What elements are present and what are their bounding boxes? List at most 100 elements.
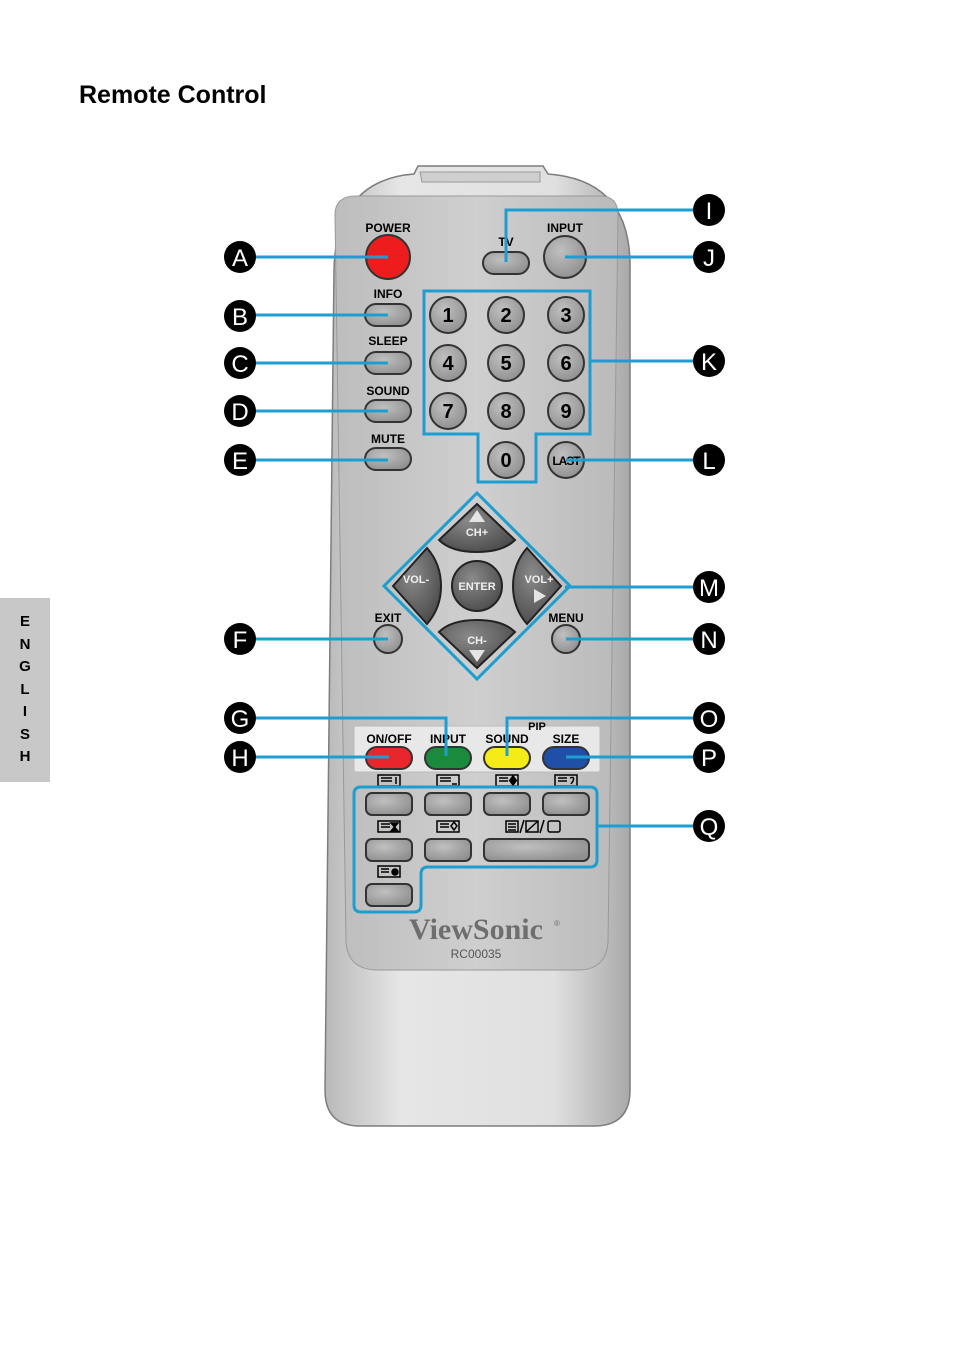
teletext-mix-icon [505, 819, 561, 834]
teletext-button-3[interactable] [483, 792, 531, 816]
callout-e [224, 444, 256, 476]
digit-7-button[interactable] [429, 392, 467, 430]
vol-down-label: VOL- [403, 574, 430, 586]
remote-top-ridge [419, 171, 541, 183]
callout-o-label: O [700, 706, 719, 733]
digit-4-label: 4 [442, 353, 454, 375]
teletext-button-2[interactable] [424, 792, 472, 816]
model-number: RC00035 [451, 947, 502, 961]
pip-size-label: SIZE [553, 732, 580, 746]
ch-up-button[interactable] [437, 502, 517, 554]
digit-1-button[interactable] [429, 296, 467, 334]
callout-o [693, 702, 725, 734]
callout-l-label: L [702, 448, 715, 475]
language-tab-letter: S [19, 725, 30, 743]
callout-j-label: J [703, 245, 715, 272]
callout-a-label: A [232, 245, 248, 272]
power-label: POWER [365, 221, 411, 235]
callout-i-label: I [706, 198, 713, 225]
callout-p [693, 741, 725, 773]
callout-h [224, 741, 256, 773]
input-label: INPUT [547, 221, 584, 235]
digit-9-button[interactable] [547, 392, 585, 430]
menu-label: MENU [548, 611, 583, 625]
digit-1-label: 1 [442, 305, 453, 327]
callout-q-label: Q [700, 814, 719, 841]
digit-9-label: 9 [560, 401, 571, 423]
vol-up-button[interactable] [511, 546, 563, 626]
teletext-button-4[interactable] [542, 792, 590, 816]
callout-m-label: M [699, 575, 719, 602]
callout-p-label: P [701, 745, 717, 772]
callout-n [693, 623, 725, 655]
digit-5-label: 5 [500, 353, 511, 375]
callout-b [224, 300, 256, 332]
pip-strip [353, 725, 601, 773]
digit-0-label: 0 [500, 450, 511, 472]
callout-d [224, 395, 256, 427]
pip-input-button[interactable] [424, 746, 472, 770]
brand-registered-mark: ® [554, 919, 560, 928]
exit-label: EXIT [375, 611, 402, 625]
digit-7-label: 7 [442, 401, 453, 423]
callout-g [224, 702, 256, 734]
ch-up-label: CH+ [466, 527, 488, 539]
language-tab-letter: I [22, 703, 28, 721]
down-arrow-icon [469, 650, 485, 662]
ch-down-button[interactable] [437, 618, 517, 670]
callout-a [224, 241, 256, 273]
teletext-button-7[interactable] [365, 883, 413, 907]
callout-c [224, 347, 256, 379]
callout-n-label: N [700, 627, 717, 654]
brand-logo: ViewSonic [409, 913, 543, 946]
pip-input-label: INPUT [430, 732, 467, 746]
teletext-button-5[interactable] [365, 838, 413, 862]
number-pad: 1 2 3 4 5 6 7 8 9 0 [429, 296, 585, 479]
teletext-button-1[interactable] [365, 792, 413, 816]
number-pad-bracket [422, 289, 592, 484]
teletext-time-icon [377, 865, 401, 878]
vol-down-button[interactable] [391, 546, 443, 626]
enter-label: ENTER [458, 581, 495, 593]
digit-6-button[interactable] [547, 344, 585, 382]
up-arrow-icon [469, 510, 485, 522]
callout-lines [240, 208, 709, 828]
teletext-button-wide[interactable] [483, 838, 590, 862]
language-tab-letter: N [19, 635, 31, 653]
callout-k [693, 345, 725, 377]
digit-0-button[interactable] [487, 441, 525, 479]
callout-e-label: E [232, 448, 248, 475]
language-tab-letter: E [19, 613, 30, 631]
callout-l [693, 444, 725, 476]
pip-onoff-label: ON/OFF [366, 732, 411, 746]
info-label: INFO [374, 287, 403, 301]
teletext-button-6[interactable] [424, 838, 472, 862]
sound-label: SOUND [366, 384, 410, 398]
digit-6-label: 6 [560, 353, 571, 375]
digit-4-button[interactable] [429, 344, 467, 382]
digit-3-button[interactable] [547, 296, 585, 334]
callout-m [693, 571, 725, 603]
digit-3-label: 3 [560, 305, 571, 327]
callout-g-label: G [231, 706, 250, 733]
digit-8-button[interactable] [487, 392, 525, 430]
sleep-label: SLEEP [368, 334, 407, 348]
callout-f-label: F [233, 627, 248, 654]
right-arrow-icon [534, 589, 546, 603]
digit-2-button[interactable] [487, 296, 525, 334]
dpad-bracket [381, 490, 573, 682]
callout-j [693, 241, 725, 273]
callout-b-label: B [232, 304, 248, 331]
language-tab: E N G L I S H [0, 598, 50, 782]
language-tab-letter: G [19, 658, 31, 676]
vol-up-label: VOL+ [524, 574, 553, 586]
enter-button[interactable] [451, 560, 503, 612]
callout-i [693, 194, 725, 226]
callout-k-label: K [701, 349, 717, 376]
callout-badges: A B C D E F G H I J K L M N O P Q [224, 194, 725, 842]
callout-q [693, 810, 725, 842]
callout-c-label: C [231, 351, 248, 378]
pip-label: PIP [528, 721, 546, 733]
page-title: Remote Control [79, 81, 267, 109]
digit-5-button[interactable] [487, 344, 525, 382]
